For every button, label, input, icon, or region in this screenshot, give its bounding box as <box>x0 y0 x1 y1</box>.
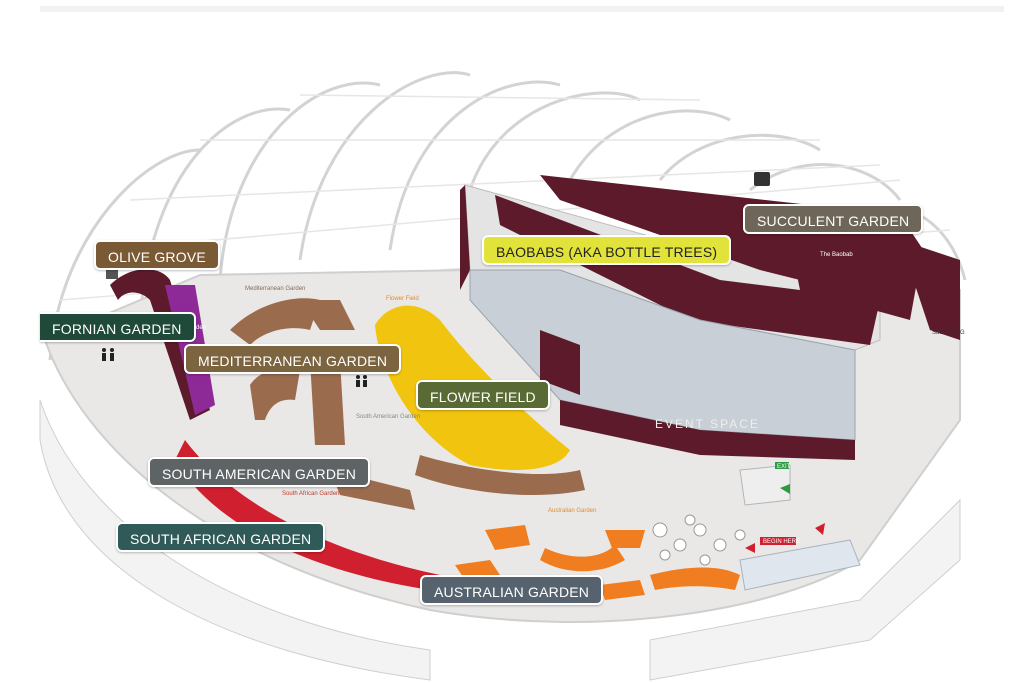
south-american-bed-2 <box>415 455 585 495</box>
australian-bed-1 <box>485 525 530 550</box>
map-text-south-african: South African Garden <box>282 491 339 497</box>
label-flower-field-text: FLOWER FIELD <box>430 389 536 405</box>
top-border-strip <box>40 6 1004 12</box>
arrow-marker-2 <box>815 523 825 535</box>
south-african-zone <box>175 440 440 590</box>
label-flower-field[interactable]: FLOWER FIELD <box>416 380 550 410</box>
map-text-australian: Australian Garden <box>548 508 596 514</box>
succulent-bed-2 <box>900 240 960 340</box>
exit-flag <box>780 484 790 494</box>
label-californian-garden-text: FORNIAN GARDEN <box>52 321 182 337</box>
label-south-african-garden[interactable]: SOUTH AFRICAN GARDEN <box>116 522 326 552</box>
restroom-icon <box>102 348 114 361</box>
exit-sign <box>775 462 789 469</box>
olive-marker-icon <box>106 270 118 279</box>
label-baobabs[interactable]: BAOBABS (AKA BOTTLE TREES) <box>482 235 732 265</box>
australian-bed-2 <box>540 545 625 572</box>
label-australian-garden[interactable]: AUSTRALIAN GARDEN <box>420 575 604 605</box>
label-south-african-garden-text: SOUTH AFRICAN GARDEN <box>130 531 312 547</box>
label-australian-garden-text: AUSTRALIAN GARDEN <box>434 584 590 600</box>
label-succulent-garden-text: SUCCULENT GARDEN <box>757 213 910 229</box>
label-olive-grove-text: OLIVE GROVE <box>108 249 206 265</box>
building-base-band <box>560 400 855 460</box>
label-succulent-garden[interactable]: SUCCULENT GARDEN <box>743 204 924 234</box>
map-text-olive-small: Garden <box>186 325 206 331</box>
mediterranean-bed-1 <box>230 298 320 345</box>
mediterranean-bed-2 <box>300 300 355 330</box>
restroom-icon-2 <box>356 375 367 387</box>
label-mediterranean-garden[interactable]: MEDITERRANEAN GARDEN <box>184 344 402 374</box>
map-text-the-baobab: The Baobab <box>820 252 853 258</box>
label-mediterranean-garden-text: MEDITERRANEAN GARDEN <box>198 353 388 369</box>
map-text-mediterranean: Mediterranean Garden <box>245 286 305 292</box>
map-text-south-american: South American Garden <box>356 414 420 420</box>
label-californian-garden[interactable]: FORNIAN GARDEN <box>40 312 196 342</box>
begin-here-text: BEGIN HERE <box>763 539 800 545</box>
arrow-marker-1 <box>745 543 755 553</box>
mediterranean-bed-3 <box>250 368 300 420</box>
label-olive-grove[interactable]: OLIVE GROVE <box>94 240 220 270</box>
begin-here-sign <box>760 537 796 545</box>
label-south-american-garden[interactable]: SOUTH AMERICAN GARDEN <box>148 457 370 487</box>
australian-bed-5 <box>650 567 740 590</box>
olive-grove-zone <box>110 269 210 420</box>
baobab-roof-bed-1 <box>495 195 880 345</box>
entrance-stairs <box>739 539 861 591</box>
map-text-succulent: Succulent G <box>932 330 965 336</box>
australian-bed-3 <box>605 530 645 548</box>
succulent-bed <box>790 240 920 320</box>
exit-sign-text: EXIT <box>777 464 791 470</box>
map-text-event-space: EVENT SPACE <box>655 417 760 431</box>
outer-wall-right <box>649 498 961 681</box>
exit-stairs <box>739 464 791 506</box>
building-edge <box>460 185 470 290</box>
label-baobabs-text: BAOBABS (AKA BOTTLE TREES) <box>496 244 718 260</box>
building-door <box>540 330 580 395</box>
map-text-flower-field: Flower Field <box>386 296 419 302</box>
mediterranean-bed-4 <box>310 360 345 445</box>
elevator-icon <box>754 172 770 186</box>
australian-bed-6 <box>600 580 645 600</box>
picnic-area <box>652 514 746 566</box>
label-south-american-garden-text: SOUTH AMERICAN GARDEN <box>162 466 356 482</box>
